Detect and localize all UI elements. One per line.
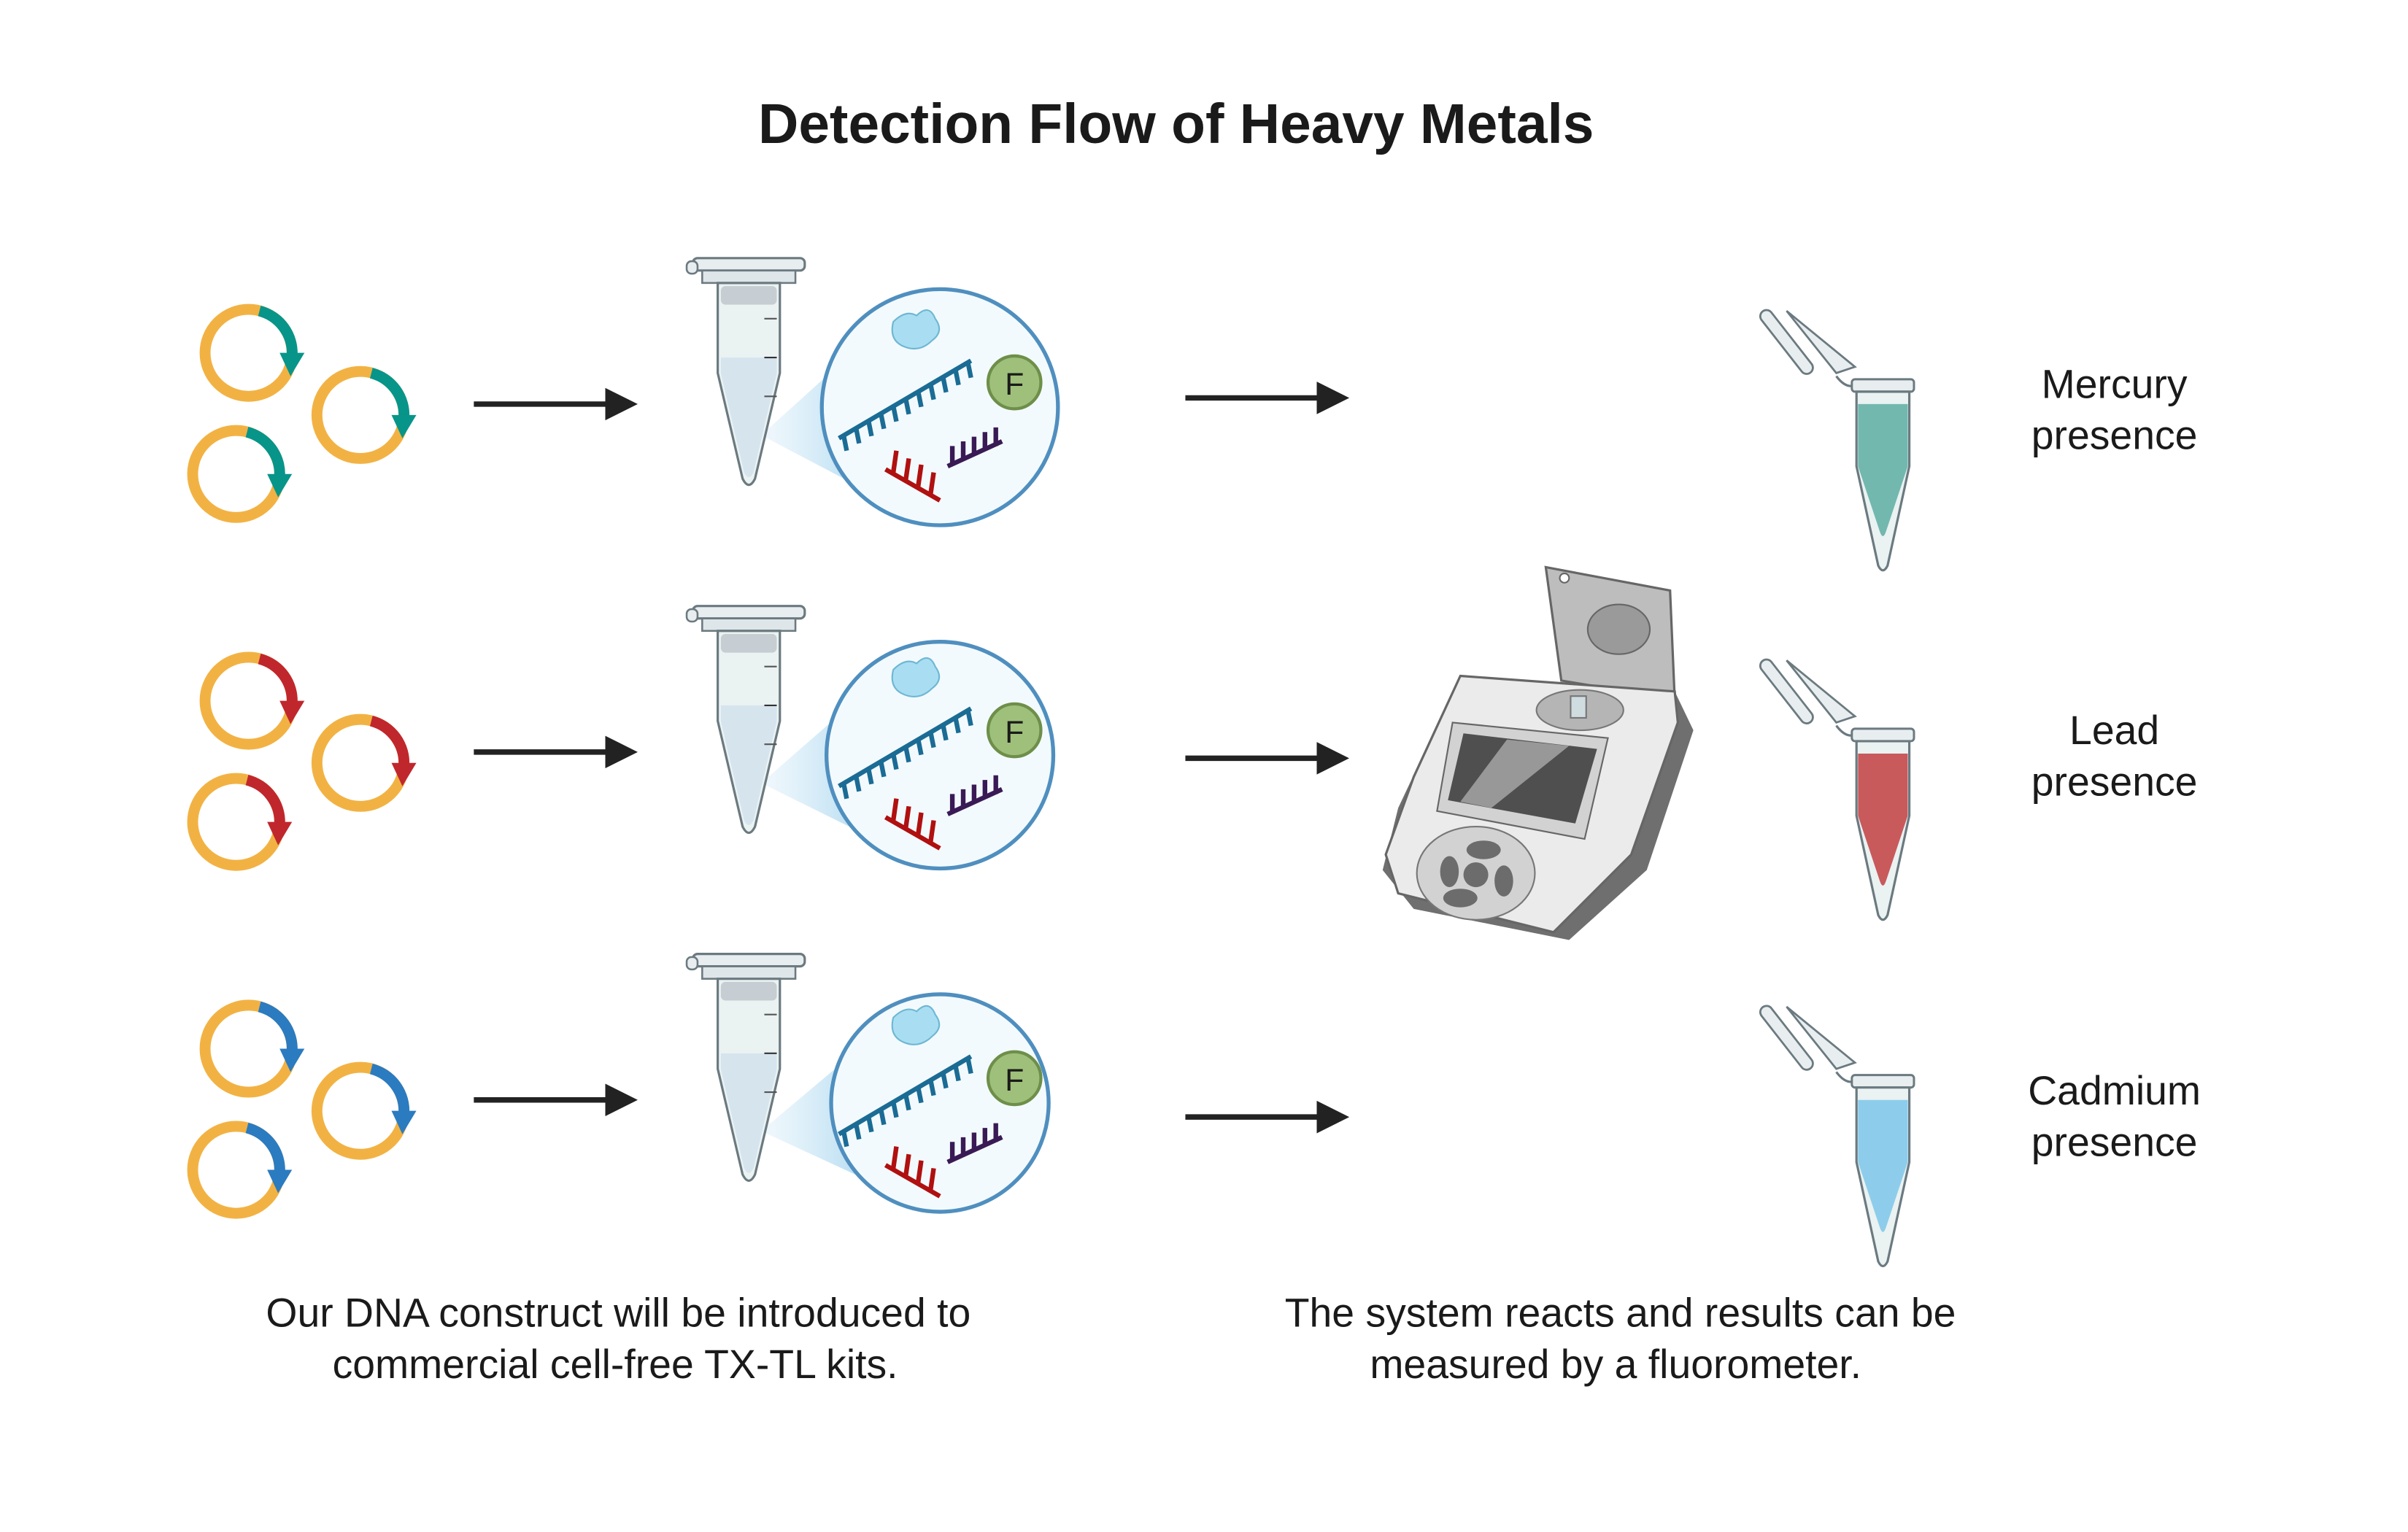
result-label-metal: Mercury (2042, 361, 2188, 406)
rna-purple-icon (946, 775, 1003, 816)
magnifier-icon: F (829, 992, 1051, 1214)
caption-right-line2: measured by a fluorometer. (1370, 1342, 1861, 1387)
fluorophore-label: F (1005, 367, 1024, 402)
tube-icon (685, 605, 806, 835)
result-label-presence: presence (2031, 759, 2198, 804)
fluorophore-icon (986, 354, 1043, 411)
caption-right-line1: The system reacts and results can be (1285, 1291, 1956, 1336)
ribosome-icon (891, 309, 941, 350)
rna-red-icon (884, 798, 941, 851)
plasmid-icon (199, 999, 305, 1098)
dna-strand-icon (838, 358, 973, 452)
dna-strand-icon (838, 706, 973, 800)
plasmid-icon (187, 773, 293, 871)
plasmid-icon (199, 651, 305, 750)
plasmid-icon (311, 713, 417, 812)
result-label-presence: presence (2031, 413, 2198, 458)
result-label-metal: Lead (2069, 708, 2159, 753)
plasmid-icon (187, 425, 293, 523)
ribosome-icon (891, 657, 941, 697)
fluorophore-icon (986, 1050, 1043, 1107)
caption-left-line1: Our DNA construct will be introduced to (266, 1291, 970, 1336)
plasmid-icon (187, 1121, 293, 1219)
diagram-title: Detection Flow of Heavy Metals (758, 93, 1594, 155)
plasmid-icon (199, 303, 305, 402)
plasmid-icon (311, 1061, 417, 1160)
magnifier-icon: F (824, 640, 1056, 871)
caption-left-line2: commercial cell-free TX-TL kits. (333, 1342, 898, 1387)
fluorophore-label: F (1005, 715, 1024, 750)
result-tube-icon (1756, 656, 1915, 921)
fluorophore-icon (986, 702, 1043, 759)
rna-purple-icon (946, 427, 1003, 469)
fluorophore-label: F (1005, 1063, 1024, 1098)
dna-strand-icon (838, 1054, 973, 1148)
rna-red-icon (884, 450, 941, 503)
tube-icon (685, 257, 806, 487)
ribosome-icon (891, 1005, 941, 1045)
result-label-metal: Cadmium (2028, 1068, 2201, 1113)
detection-row: F Mercury presence (187, 257, 2198, 572)
result-tube-icon (1756, 1002, 1915, 1268)
rna-purple-icon (946, 1123, 1003, 1164)
result-tube-icon (1756, 306, 1915, 572)
rna-red-icon (884, 1146, 941, 1199)
magnifier-icon: F (819, 287, 1060, 527)
plasmid-icon (311, 365, 417, 464)
tube-icon (685, 953, 806, 1183)
result-label-presence: presence (2031, 1119, 2198, 1164)
detection-row: F Lead presence (187, 605, 2198, 921)
fluorometer-icon (1382, 565, 1694, 940)
detection-row: F Cadmium presence (187, 953, 2201, 1268)
